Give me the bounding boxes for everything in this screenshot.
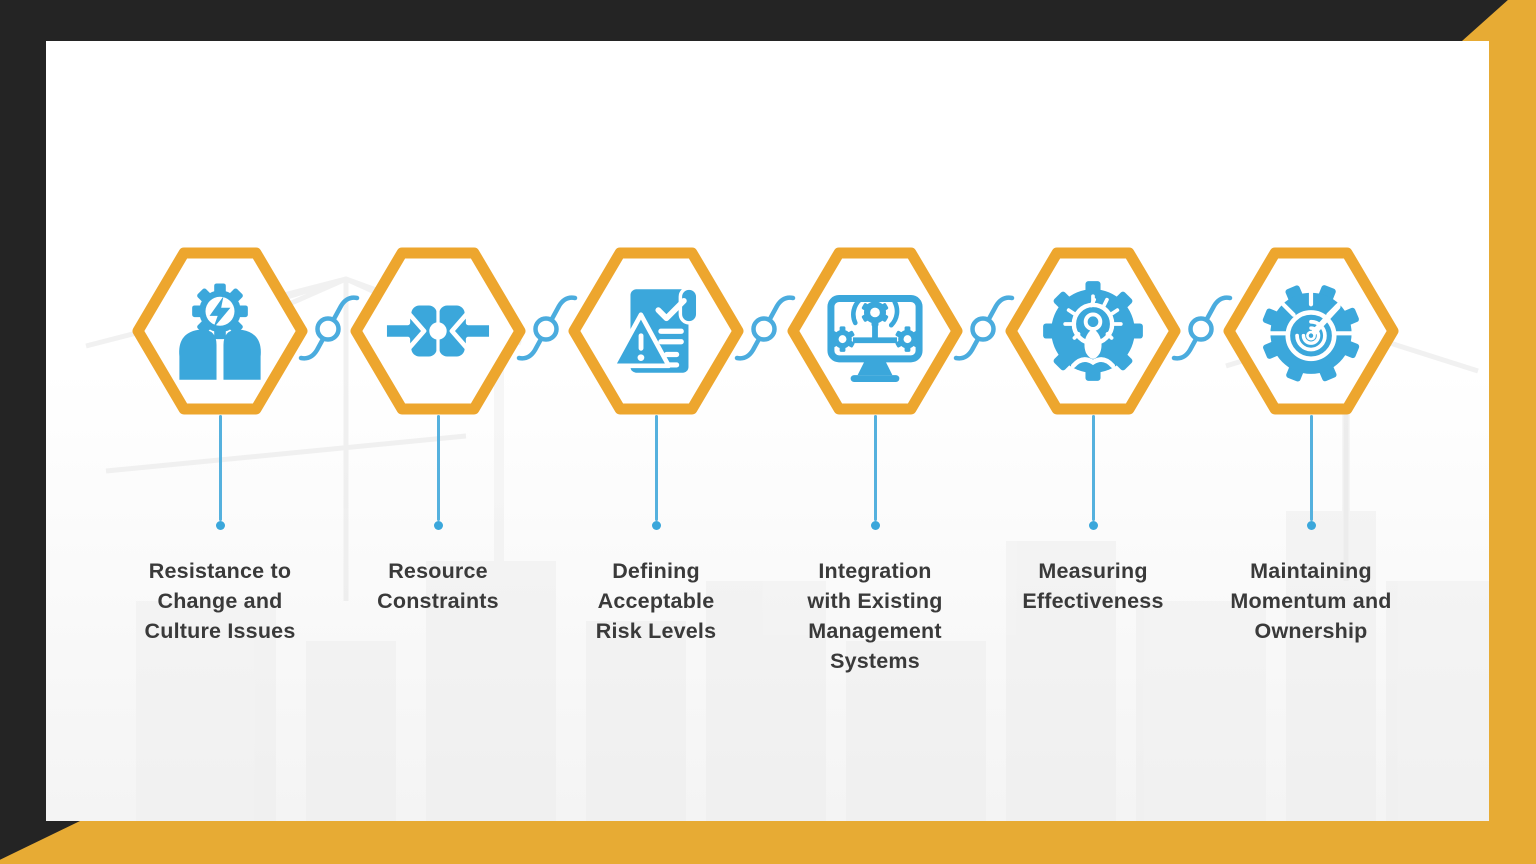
converging-arrows-icon [382, 305, 494, 357]
connector-ring [751, 316, 777, 342]
ribbon-right [1489, 38, 1536, 864]
step-stem-dot [651, 521, 661, 530]
step-stem-dot [1306, 521, 1316, 530]
risk-document-warning-icon [610, 286, 700, 373]
chain-link-connector [1170, 280, 1234, 364]
step-stem-line [873, 415, 877, 521]
chain-link-connector [733, 280, 797, 364]
step-stem-line [1091, 415, 1095, 521]
content-panel [46, 41, 1489, 821]
step-label: Integration with Existing Management Sys… [807, 559, 943, 673]
connector-ring [1188, 316, 1214, 342]
step-stem-dot [870, 521, 880, 530]
step-stem-line [436, 415, 440, 521]
step-stem-dot [1088, 521, 1098, 530]
chain-link-connector [952, 280, 1016, 364]
heads-gear-lightning-icon [179, 283, 261, 380]
chain-link-connector [515, 280, 579, 364]
step-label: Resource Constraints [377, 559, 499, 613]
step-stem-line [1309, 415, 1313, 521]
step-label: Measuring Effectiveness [1022, 559, 1164, 613]
step-stem-dot [433, 521, 443, 530]
step-label: Maintaining Momentum and Ownership [1230, 559, 1392, 643]
monitor-gears-icon [827, 295, 923, 383]
gear-insight-person-icon [1043, 281, 1143, 381]
step-label: Resistance to Change and Culture Issues [144, 559, 296, 643]
step-stem-dot [215, 521, 225, 530]
ribbon-bottom [0, 821, 1536, 864]
step-stem-line [218, 415, 222, 521]
connector-ring [315, 316, 341, 342]
connector-ring [970, 316, 996, 342]
step-label: Defining Acceptable Risk Levels [595, 559, 717, 643]
construction-watermark [85, 276, 1489, 821]
connector-ring [533, 316, 559, 342]
gear-gauge-icon [1262, 285, 1360, 382]
chain-link-connector [297, 280, 361, 364]
corner-triangle-top-right [1462, 0, 1536, 41]
step-stem-line [654, 415, 658, 521]
